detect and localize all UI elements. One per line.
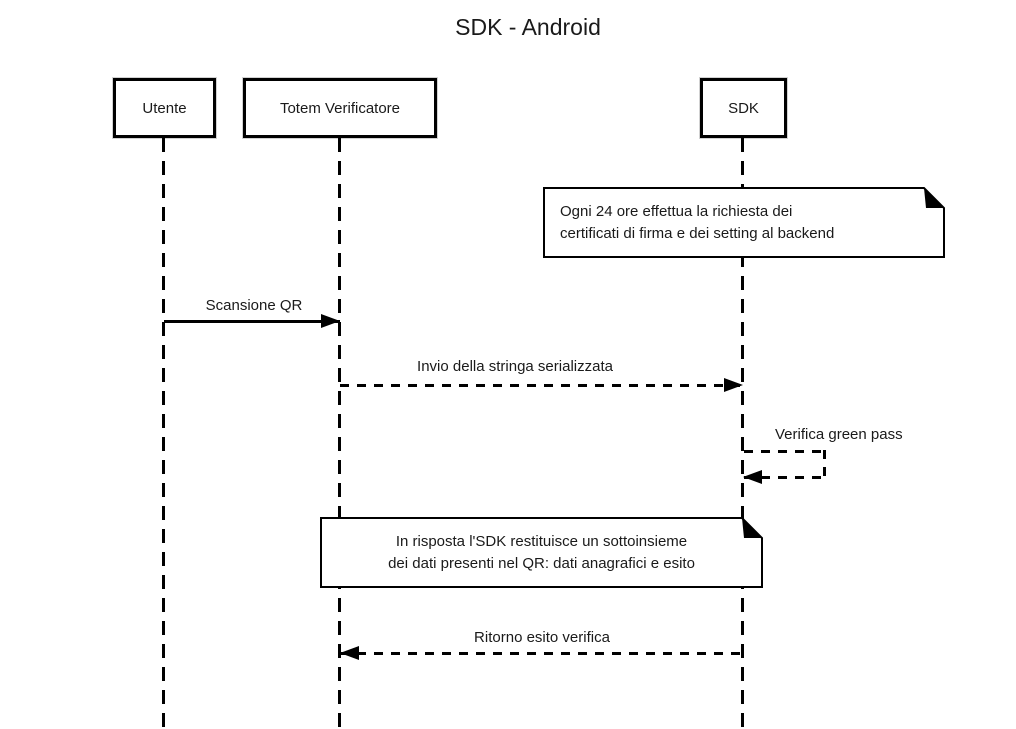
lifeline-sdk	[741, 138, 744, 729]
note-border-shape	[543, 187, 945, 258]
note-fold-icon	[924, 188, 944, 208]
actor-box-sdk: SDK	[700, 78, 787, 138]
actor-box-totem-verificatore: Totem Verificatore	[243, 78, 437, 138]
note-line: dei dati presenti nel QR: dati anagrafic…	[388, 554, 695, 572]
lifeline-totem-verificatore	[338, 138, 341, 729]
message-line-invio-stringa	[340, 384, 743, 387]
message-line-scansione-qr	[164, 320, 340, 323]
message-label-ritorno-esito: Ritorno esito verifica	[474, 629, 610, 646]
note-line: Ogni 24 ore effettua la richiesta dei	[560, 202, 793, 220]
note-refresh-certificati: Ogni 24 ore effettua la richiesta dei ce…	[543, 187, 945, 258]
actor-label-totem-verificatore: Totem Verificatore	[279, 99, 401, 117]
note-line: In risposta l'SDK restituisce un sottoin…	[395, 532, 688, 550]
note-border-shape	[320, 517, 763, 588]
note-fold-icon	[742, 518, 762, 538]
actor-label-sdk: SDK	[728, 99, 759, 117]
message-label-verifica-green-pass: Verifica green pass	[775, 426, 903, 443]
arrowhead-left-icon	[743, 470, 762, 484]
lifeline-utente	[162, 138, 165, 729]
arrowhead-right-icon	[321, 314, 340, 328]
message-label-scansione-qr: Scansione QR	[205, 297, 303, 314]
diagram-title: SDK - Android	[455, 14, 601, 40]
note-risposta-sdk: In risposta l'SDK restituisce un sottoin…	[320, 517, 763, 588]
note-line: certificati di firma e dei setting al ba…	[560, 224, 835, 242]
arrowhead-right-icon	[724, 378, 743, 392]
arrowhead-left-icon	[340, 646, 359, 660]
message-line-ritorno-esito	[340, 652, 743, 655]
message-label-invio-stringa: Invio della stringa serializzata	[417, 358, 613, 375]
self-message-bottom-segment	[744, 476, 826, 479]
actor-label-utente: Utente	[142, 99, 187, 117]
self-message-top-segment	[744, 450, 826, 453]
self-message-right-segment	[823, 450, 826, 478]
actor-box-utente: Utente	[113, 78, 216, 138]
